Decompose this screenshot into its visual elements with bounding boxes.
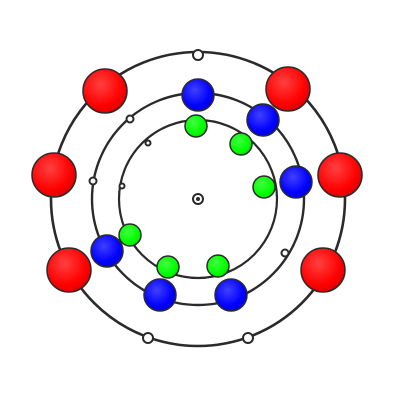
empty-slot-middle-2 <box>88 176 98 186</box>
electron-middle-1 <box>181 78 215 112</box>
empty-positions <box>88 49 290 344</box>
electron-inner-5 <box>156 255 180 279</box>
electron-middle-2 <box>246 103 280 137</box>
electron-outer-6 <box>300 247 346 293</box>
electron-inner-1 <box>184 114 208 138</box>
empty-slot-outer-2 <box>142 332 154 344</box>
filled-positions <box>31 66 363 312</box>
electron-inner-3 <box>252 175 276 199</box>
electron-outer-4 <box>317 152 363 198</box>
electron-outer-3 <box>31 152 77 198</box>
electron-middle-5 <box>143 278 177 312</box>
electron-outer-2 <box>265 66 311 112</box>
electron-inner-2 <box>229 132 253 156</box>
nucleus-core <box>196 197 200 201</box>
electron-middle-6 <box>214 278 248 312</box>
empty-slot-outer-1 <box>192 49 204 61</box>
electron-inner-6 <box>206 254 230 278</box>
electron-middle-4 <box>90 234 124 268</box>
empty-slot-middle-1 <box>125 114 135 124</box>
empty-slot-inner-2 <box>118 182 126 190</box>
empty-slot-inner-1 <box>144 139 152 147</box>
empty-slot-middle-3 <box>280 248 290 258</box>
electron-middle-3 <box>279 165 313 199</box>
electron-inner-4 <box>118 223 142 247</box>
nucleus <box>192 193 204 205</box>
electron-outer-5 <box>46 247 92 293</box>
empty-slot-outer-3 <box>242 332 254 344</box>
electron-outer-1 <box>82 68 128 114</box>
